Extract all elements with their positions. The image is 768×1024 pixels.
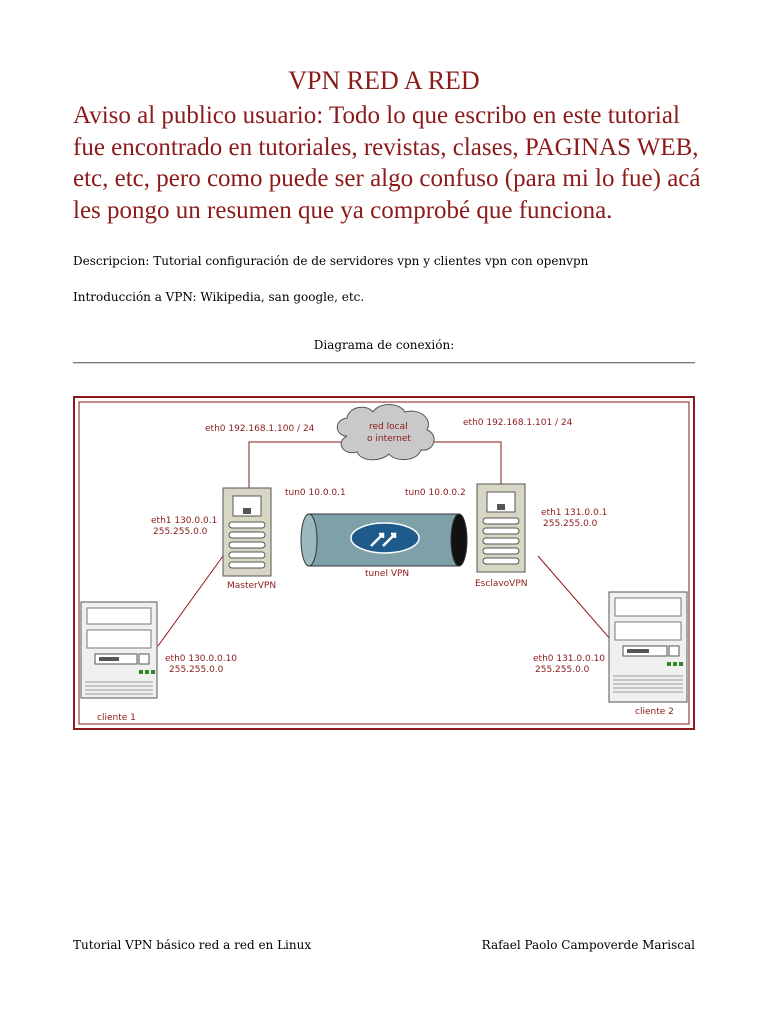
client2-eth0-ip-label: eth0 131.0.0.10 <box>533 654 605 664</box>
intro-text: Introducción a VPN: Wikipedia, san googl… <box>73 290 365 304</box>
footer-left-text: Tutorial VPN básico red a red en Linux <box>73 938 312 952</box>
master-name-label: MasterVPN <box>227 581 276 591</box>
vpn-tunnel-icon <box>300 513 468 567</box>
document-title: VPN RED A RED <box>288 66 480 95</box>
master-eth0-label: eth0 192.168.1.100 / 24 <box>205 424 315 434</box>
diagram-caption: Diagrama de conexión: <box>313 338 455 352</box>
slave-eth1-ip-label: eth1 131.0.0.1 <box>541 508 607 518</box>
cloud-icon <box>336 404 435 461</box>
master-tun0-label: tun0 10.0.0.1 <box>285 488 346 498</box>
client1-name-label: cliente 1 <box>97 713 136 723</box>
slave-tun0-label: tun0 10.0.0.2 <box>405 488 466 498</box>
client1-computer-icon <box>80 601 158 699</box>
master-eth1-mask-label: 255.255.0.0 <box>153 527 208 537</box>
public-notice: Aviso al publico usuario: Todo lo que es… <box>73 102 701 224</box>
client2-eth0-mask-label: 255.255.0.0 <box>535 665 590 675</box>
client1-eth0-mask-label: 255.255.0.0 <box>169 665 224 675</box>
slave-eth1-mask-label: 255.255.0.0 <box>543 519 598 529</box>
slave-eth0-label: eth0 192.168.1.101 / 24 <box>463 418 573 428</box>
connection-lines <box>157 441 612 647</box>
slave-name-label: EsclavoVPN <box>475 579 528 589</box>
cloud-label-1: red local <box>369 422 408 432</box>
master-eth1-ip-label: eth1 130.0.0.1 <box>151 516 217 526</box>
tunnel-label: tunel VPN <box>365 569 409 579</box>
footer-right-text: Rafael Paolo Campoverde Mariscal <box>481 938 695 952</box>
slave-server-icon <box>476 483 526 573</box>
client2-name-label: cliente 2 <box>635 707 674 717</box>
master-server-icon <box>222 487 272 577</box>
client1-eth0-ip-label: eth0 130.0.0.10 <box>165 654 237 664</box>
description-text: Descripcion: Tutorial configuración de d… <box>73 254 589 268</box>
network-diagram: red local o internet eth0 192.168.1.100 … <box>73 396 695 730</box>
client2-computer-icon <box>608 591 688 703</box>
horizontal-rule <box>73 362 695 364</box>
cloud-label-2: o internet <box>367 434 411 444</box>
